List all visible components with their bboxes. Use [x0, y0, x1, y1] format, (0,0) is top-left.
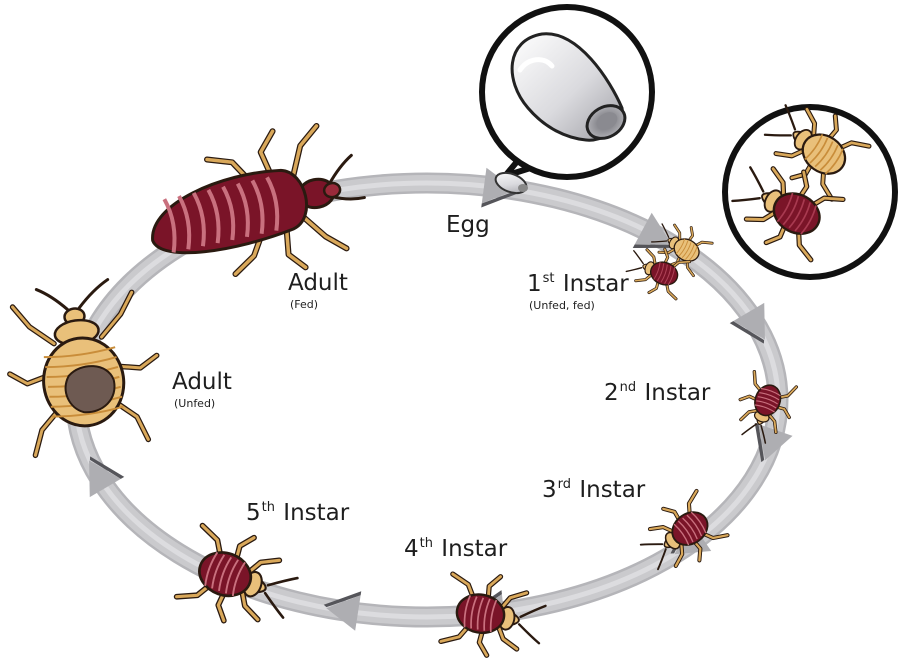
- adult-fed-note: (Fed): [290, 298, 319, 311]
- fifth-instar-number: 5: [246, 500, 261, 526]
- egg-icon: [494, 171, 528, 195]
- direction-arrow-icon: [729, 302, 765, 344]
- direction-arrow-icon: [89, 456, 125, 498]
- second-instar-word: Instar: [644, 380, 711, 406]
- adult-fed-text: Adult: [288, 270, 348, 296]
- adult-fed-bug: [151, 122, 366, 278]
- fourth-instar-suffix: th: [419, 536, 433, 551]
- egg-label: Egg: [446, 214, 490, 237]
- adult-unfed-label: Adult (Unfed): [172, 369, 232, 410]
- first-instar-unfed-bug: [651, 223, 714, 278]
- first-instar-number: 1: [527, 271, 542, 297]
- nymph-magnified-icon: [722, 104, 898, 280]
- second-instar-label: 2nd Instar: [604, 381, 710, 405]
- third-instar-number: 3: [542, 477, 557, 503]
- fourth-instar-word: Instar: [441, 536, 508, 562]
- first-instar-fed-bug: [625, 247, 692, 301]
- direction-arrow-icon: [323, 591, 362, 631]
- fourth-instar-bug: [438, 571, 547, 658]
- second-instar-bug: [738, 370, 799, 444]
- first-instar-note: (Unfed, fed): [529, 299, 595, 312]
- fourth-instar-number: 4: [404, 536, 419, 562]
- second-instar-suffix: nd: [619, 380, 637, 395]
- first-instar-label: 1st Instar (Unfed, fed): [527, 272, 629, 311]
- direction-arrows: [89, 167, 793, 631]
- fifth-instar-label: 5th Instar: [246, 501, 349, 525]
- fifth-instar-word: Instar: [283, 500, 350, 526]
- magnified-fed-nymph: [731, 166, 846, 263]
- third-instar-word: Instar: [579, 477, 646, 503]
- fifth-instar-bug: [173, 522, 299, 624]
- first-instar-word: Instar: [562, 271, 629, 297]
- direction-arrow-icon: [754, 422, 793, 463]
- fifth-instar-suffix: th: [261, 500, 275, 515]
- bed-bugs: [7, 122, 799, 658]
- third-instar-suffix: rd: [557, 477, 572, 492]
- egg-magnified-icon: [479, 4, 655, 180]
- adult-unfed-text: Adult: [172, 369, 232, 395]
- adult-unfed-bug: [7, 278, 160, 459]
- direction-arrow-icon: [632, 212, 673, 249]
- first-instar-suffix: st: [542, 271, 555, 286]
- second-instar-number: 2: [604, 380, 619, 406]
- adult-fed-label: Adult (Fed): [288, 270, 348, 311]
- third-instar-bug: [639, 488, 730, 571]
- third-instar-label: 3rd Instar: [542, 478, 645, 502]
- adult-unfed-note: (Unfed): [174, 397, 216, 410]
- egg-label-text: Egg: [446, 212, 490, 238]
- fourth-instar-label: 4th Instar: [404, 537, 507, 561]
